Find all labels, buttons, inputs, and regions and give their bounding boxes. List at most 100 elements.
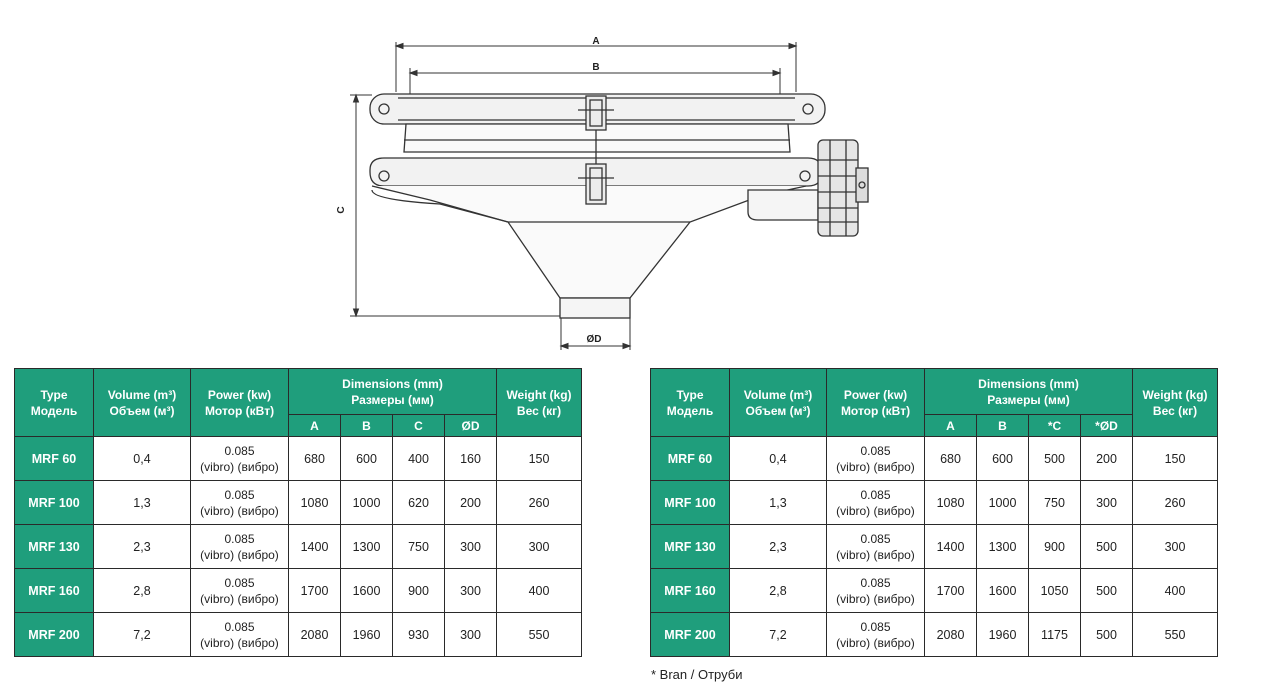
vibro-motor [747, 139, 869, 237]
dim-a-cell: 1700 [288, 568, 341, 613]
footnote: * Bran / Отруби [651, 667, 743, 682]
dim-a-cell: 1080 [924, 480, 977, 525]
dim-d-cell: 200 [1080, 436, 1133, 481]
table-row: MRF 130 2,3 0.085(vibro) (вибро) 1400 13… [650, 524, 1218, 569]
weight-cell: 400 [496, 568, 582, 613]
volume-cell: 2,8 [729, 568, 827, 613]
volume-cell: 1,3 [729, 480, 827, 525]
dim-d-cell: 500 [1080, 612, 1133, 657]
type-cell: MRF 160 [650, 568, 730, 613]
volume-cell: 0,4 [93, 436, 191, 481]
volume-cell: 1,3 [93, 480, 191, 525]
power-cell: 0.085(vibro) (вибро) [826, 568, 925, 613]
dimension-a-label: A [592, 36, 599, 47]
dimension-b-line [408, 68, 782, 94]
header-dim-c: *C [1028, 414, 1081, 437]
dim-d-cell: 200 [444, 480, 497, 525]
dim-c-cell: 400 [392, 436, 445, 481]
type-cell: MRF 130 [14, 524, 94, 569]
header-dim-a: A [924, 414, 977, 437]
table-row: MRF 200 7,2 0.085(vibro) (вибро) 2080 19… [650, 612, 1218, 657]
header-dim-b: B [976, 414, 1029, 437]
type-cell: MRF 200 [14, 612, 94, 657]
dim-b-cell: 1600 [340, 568, 393, 613]
type-cell: MRF 130 [650, 524, 730, 569]
dim-b-cell: 600 [340, 436, 393, 481]
weight-cell: 400 [1132, 568, 1218, 613]
dim-a-cell: 1700 [924, 568, 977, 613]
header-dim-c: C [392, 414, 445, 437]
dim-c-cell: 930 [392, 612, 445, 657]
type-cell: MRF 160 [14, 568, 94, 613]
header-weight: Weight (kg)Вес (кг) [1132, 368, 1218, 437]
hopper-outlet [559, 297, 631, 319]
volume-cell: 2,8 [93, 568, 191, 613]
power-cell: 0.085(vibro) (вибро) [190, 480, 289, 525]
dim-d-cell: 300 [444, 524, 497, 569]
table-row: MRF 100 1,3 0.085(vibro) (вибро) 1080 10… [650, 480, 1218, 525]
dim-c-cell: 750 [1028, 480, 1081, 525]
power-cell: 0.085(vibro) (вибро) [190, 524, 289, 569]
header-dimensions: Dimensions (mm)Размеры (мм) [924, 368, 1133, 415]
table-row: MRF 60 0,4 0.085(vibro) (вибро) 680 600 … [650, 436, 1218, 481]
dim-a-cell: 680 [924, 436, 977, 481]
dim-b-cell: 1960 [340, 612, 393, 657]
table-row: MRF 160 2,8 0.085(vibro) (вибро) 1700 16… [650, 568, 1218, 613]
power-cell: 0.085(vibro) (вибро) [190, 436, 289, 481]
type-cell: MRF 100 [14, 480, 94, 525]
dim-c-cell: 750 [392, 524, 445, 569]
volume-cell: 7,2 [93, 612, 191, 657]
hopper-band [403, 123, 791, 153]
header-volume: Volume (m³)Объем (м³) [93, 368, 191, 437]
volume-cell: 0,4 [729, 436, 827, 481]
hopper-drawing: A B C ØD [336, 36, 869, 350]
volume-cell: 2,3 [729, 524, 827, 569]
weight-cell: 260 [496, 480, 582, 525]
weight-cell: 550 [496, 612, 582, 657]
table-row: MRF 200 7,2 0.085(vibro) (вибро) 2080 19… [14, 612, 582, 657]
dimension-c-line [350, 93, 560, 318]
dim-c-cell: 1175 [1028, 612, 1081, 657]
type-cell: MRF 100 [650, 480, 730, 525]
dim-a-cell: 2080 [288, 612, 341, 657]
power-cell: 0.085(vibro) (вибро) [190, 568, 289, 613]
dim-c-cell: 620 [392, 480, 445, 525]
dim-c-cell: 500 [1028, 436, 1081, 481]
header-dim-d: *ØD [1080, 414, 1133, 437]
dim-a-cell: 2080 [924, 612, 977, 657]
type-cell: MRF 60 [14, 436, 94, 481]
dimension-d-label: ØD [587, 334, 602, 345]
dimension-a-line [394, 42, 798, 92]
volume-cell: 7,2 [729, 612, 827, 657]
weight-cell: 150 [1132, 436, 1218, 481]
dim-b-cell: 1960 [976, 612, 1029, 657]
dimension-c-label: C [336, 206, 347, 213]
dim-a-cell: 680 [288, 436, 341, 481]
type-cell: MRF 200 [650, 612, 730, 657]
weight-cell: 300 [1132, 524, 1218, 569]
dim-b-cell: 1300 [976, 524, 1029, 569]
power-cell: 0.085(vibro) (вибро) [826, 480, 925, 525]
dim-d-cell: 160 [444, 436, 497, 481]
dim-a-cell: 1400 [924, 524, 977, 569]
dim-c-cell: 900 [392, 568, 445, 613]
header-power: Power (kw)Мотор (кВт) [190, 368, 289, 437]
dim-d-cell: 300 [444, 612, 497, 657]
power-cell: 0.085(vibro) (вибро) [190, 612, 289, 657]
dim-d-cell: 500 [1080, 524, 1133, 569]
header-power: Power (kw)Мотор (кВт) [826, 368, 925, 437]
table-row: MRF 60 0,4 0.085(vibro) (вибро) 680 600 … [14, 436, 582, 481]
dim-a-cell: 1400 [288, 524, 341, 569]
dim-b-cell: 600 [976, 436, 1029, 481]
center-hinge [578, 95, 614, 205]
dim-b-cell: 1000 [976, 480, 1029, 525]
dim-b-cell: 1600 [976, 568, 1029, 613]
power-cell: 0.085(vibro) (вибро) [826, 436, 925, 481]
dimension-b-label: B [592, 62, 599, 73]
power-cell: 0.085(vibro) (вибро) [826, 612, 925, 657]
dim-d-cell: 300 [1080, 480, 1133, 525]
